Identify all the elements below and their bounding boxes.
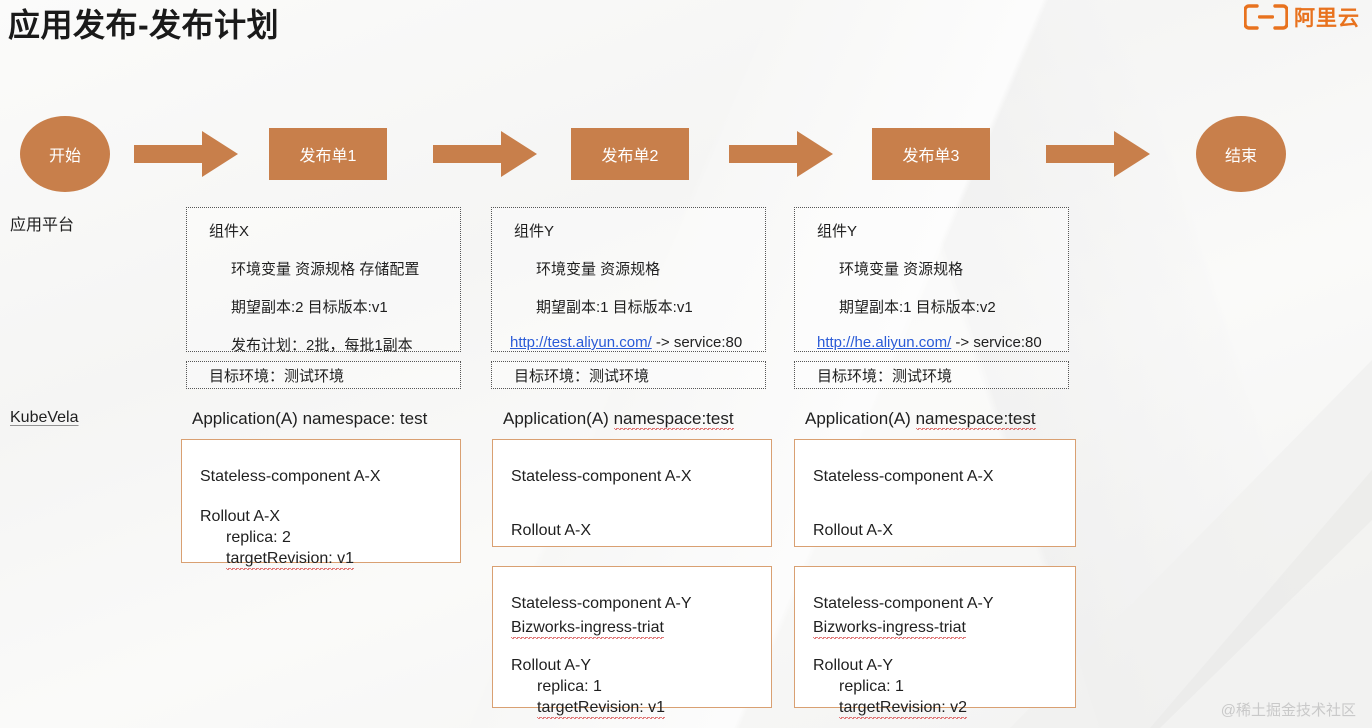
kubevela-app-title-2: Application(A) namespace:test <box>503 409 734 430</box>
arrow-right-icon-2 <box>433 131 537 177</box>
platform-card-1-specs: 环境变量 资源规格 存储配置 <box>231 261 420 278</box>
kubevela-box-3-2-trait: Bizworks-ingress-triat <box>813 619 966 639</box>
flow-node-start-label: 开始 <box>48 148 81 165</box>
kubevela-box-3-2-target-revision: targetRevision: v2 <box>839 699 968 719</box>
kubevela-app-title-2-prefix: Application(A) <box>503 409 614 428</box>
platform-card-3-ingress-link[interactable]: http://he.aliyun.com/ <box>817 334 952 351</box>
kubevela-box-2-2-component: Stateless-component A-Y <box>511 595 692 612</box>
arrow-right-icon-4 <box>1046 131 1150 177</box>
flow-node-release-3[interactable]: 发布单3 <box>872 128 990 180</box>
platform-card-2-ingress-link[interactable]: http://test.aliyun.com/ <box>510 334 652 351</box>
kubevela-box-3-1-component: Stateless-component A-X <box>813 468 994 485</box>
kubevela-box-1-1-component: Stateless-component A-X <box>200 468 381 485</box>
kubevela-box-2-2-trait: Bizworks-ingress-triat <box>511 619 664 639</box>
flow-node-release-1[interactable]: 发布单1 <box>269 128 387 180</box>
kubevela-app-title-1-prefix: Application(A) <box>192 409 303 428</box>
aliyun-bracket-icon <box>1244 4 1288 30</box>
flow-node-end-label: 结束 <box>1224 148 1257 165</box>
kubevela-box-1-1-target-revision: targetRevision: v1 <box>226 550 355 570</box>
platform-card-3-ingress-suffix: -> service:80 <box>951 334 1042 351</box>
kubevela-box-3-2: Stateless-component A-Y Bizworks-ingress… <box>794 566 1076 719</box>
kubevela-box-2-1: Stateless-component A-X Rollout A-X <box>492 439 772 547</box>
kubevela-box-2-2-replica: replica: 1 <box>537 678 602 695</box>
kubevela-box-3-2-replica: replica: 1 <box>839 678 904 695</box>
platform-card-2-component: 组件Y <box>514 223 555 240</box>
page-title: 应用发布-发布计划 <box>8 7 280 43</box>
platform-card-3-replicas: 期望副本:1 目标版本:v2 <box>839 299 996 316</box>
brand-logo: 阿里云 <box>1244 2 1360 32</box>
platform-card-3-ingress: http://he.aliyun.com/ -> service:80 <box>817 334 1068 351</box>
kubevela-box-1-1-replica: replica: 2 <box>226 529 291 546</box>
kubevela-box-1-1: Stateless-component A-X Rollout A-X repl… <box>181 439 461 570</box>
platform-card-1-env: 目标环境：测试环境 <box>186 361 461 389</box>
kubevela-box-2-2-rollout: Rollout A-Y <box>511 657 592 674</box>
flow-node-release-2[interactable]: 发布单2 <box>571 128 689 180</box>
brand-name: 阿里云 <box>1294 7 1360 30</box>
kubevela-box-3-2-rollout: Rollout A-Y <box>813 657 894 674</box>
kubevela-app-title-1-namespace: namespace: test <box>302 409 428 428</box>
kubevela-box-3-1: Stateless-component A-X Rollout A-X <box>794 439 1076 547</box>
platform-card-3-env: 目标环境：测试环境 <box>794 361 1069 389</box>
platform-card-2: 组件Y 环境变量 资源规格 期望副本:1 目标版本:v1 http://test… <box>491 207 766 352</box>
arrow-right-icon-3 <box>729 131 833 177</box>
platform-card-3-component: 组件Y <box>817 223 858 240</box>
platform-card-1-env-label: 目标环境：测试环境 <box>209 367 345 385</box>
platform-card-3: 组件Y 环境变量 资源规格 期望副本:1 目标版本:v2 http://he.a… <box>794 207 1069 352</box>
kubevela-box-2-1-component: Stateless-component A-X <box>511 468 692 485</box>
kubevela-box-2-2-target-revision: targetRevision: v1 <box>537 699 666 719</box>
platform-card-1-plan: 发布计划：2批，每批1副本 <box>231 337 413 354</box>
platform-card-2-env: 目标环境：测试环境 <box>491 361 766 389</box>
arrow-right-icon-1 <box>134 131 238 177</box>
kubevela-app-title-1: Application(A) namespace: test <box>192 409 427 429</box>
kubevela-box-3-2-component: Stateless-component A-Y <box>813 595 994 612</box>
kubevela-app-title-3: Application(A) namespace:test <box>805 409 1036 430</box>
kubevela-box-3-1-rollout: Rollout A-X <box>813 522 894 539</box>
platform-card-2-ingress-suffix: -> service:80 <box>651 334 743 351</box>
kubevela-app-title-3-prefix: Application(A) <box>805 409 916 428</box>
platform-card-1: 组件X 环境变量 资源规格 存储配置 期望副本:2 目标版本:v1 发布计划：2… <box>186 207 461 354</box>
row-label-kubevela: KubeVela <box>10 409 79 426</box>
flow-node-release-3-label: 发布单3 <box>902 148 960 165</box>
kubevela-app-title-3-namespace: namespace:test <box>915 409 1036 430</box>
flow-node-release-1-label: 发布单1 <box>299 148 357 165</box>
platform-card-2-specs: 环境变量 资源规格 <box>536 261 661 278</box>
platform-card-1-component: 组件X <box>209 223 250 240</box>
platform-card-2-env-label: 目标环境：测试环境 <box>514 367 650 385</box>
kubevela-app-title-2-namespace: namespace:test <box>613 409 734 430</box>
platform-card-2-replicas: 期望副本:1 目标版本:v1 <box>536 299 693 316</box>
platform-card-3-env-label: 目标环境：测试环境 <box>817 367 953 385</box>
watermark: @稀土掘金技术社区 <box>1220 702 1356 719</box>
platform-card-2-ingress: http://test.aliyun.com/ -> service:80 <box>510 334 765 351</box>
flow-node-end[interactable]: 结束 <box>1196 116 1286 192</box>
row-label-platform: 应用平台 <box>10 217 75 234</box>
kubevela-box-2-1-rollout: Rollout A-X <box>511 522 592 539</box>
kubevela-box-1-1-rollout: Rollout A-X <box>200 508 281 525</box>
flow-node-start[interactable]: 开始 <box>20 116 110 192</box>
platform-card-1-replicas: 期望副本:2 目标版本:v1 <box>231 299 388 316</box>
platform-card-3-specs: 环境变量 资源规格 <box>839 261 964 278</box>
flow-node-release-2-label: 发布单2 <box>601 148 659 165</box>
kubevela-box-2-2: Stateless-component A-Y Bizworks-ingress… <box>492 566 772 719</box>
